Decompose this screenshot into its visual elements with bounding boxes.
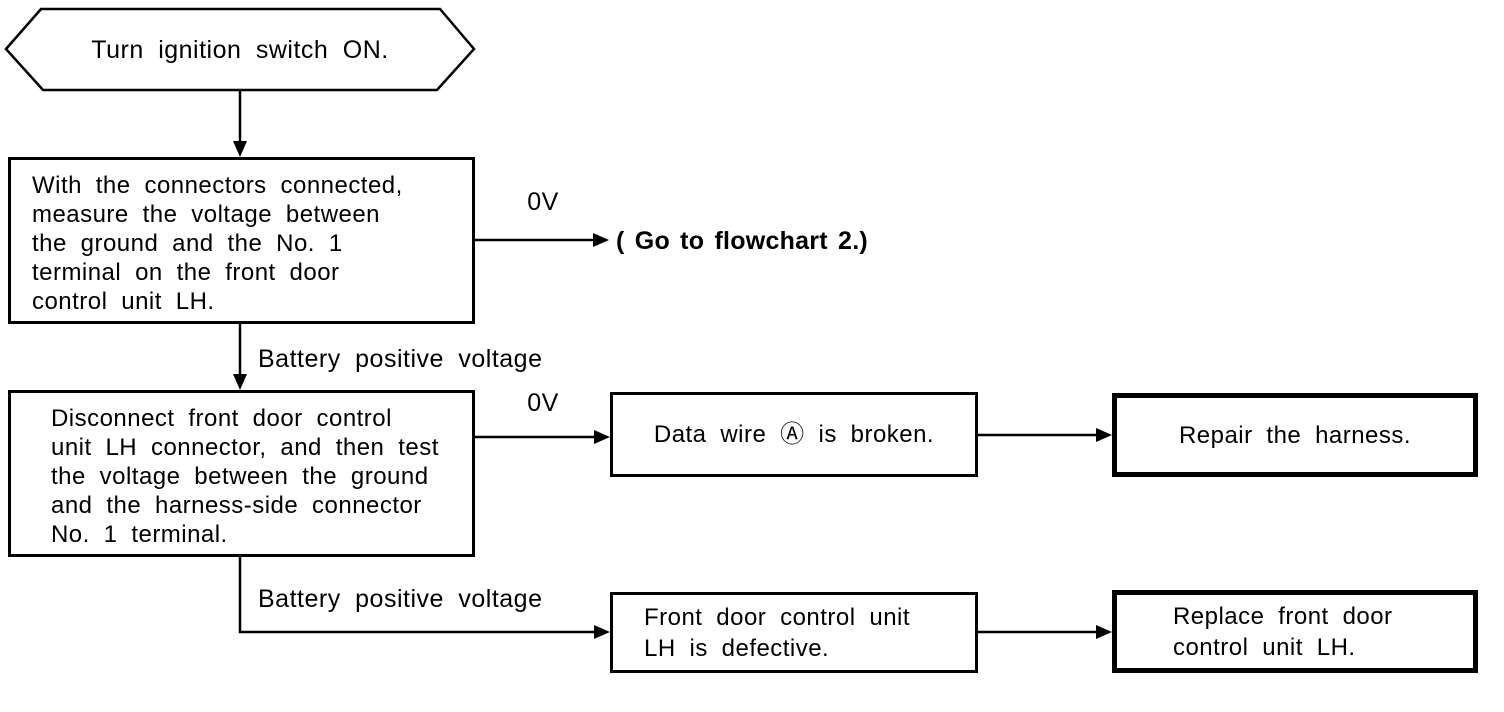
step-text-line: With the connectors connected, — [32, 172, 403, 199]
action-text: Repair the harness. — [1178, 421, 1411, 449]
step-text-line: the ground and the No. 1 — [32, 230, 343, 257]
diagnosis-unit-defective-box: Front door control unit LH is defective. — [610, 592, 978, 673]
step-text-line: Disconnect front door control — [51, 405, 392, 432]
edge-label-battery-top: Battery positive voltage — [258, 345, 543, 373]
action-replace-unit-box: Replace front door control unit LH. — [1112, 590, 1478, 673]
step-measure-voltage-box: With the connectors connected, measure t… — [8, 157, 475, 324]
diagnosis-text: Data wire Ⓐ is broken. — [653, 421, 935, 448]
arrowhead-right-1 — [593, 233, 609, 247]
step-text-line: and the harness-side connector — [51, 492, 422, 519]
step-disconnect-test-box: Disconnect front door control unit LH co… — [8, 390, 475, 557]
step-text-line: the voltage between the ground — [51, 463, 429, 490]
arrowhead-right-2 — [594, 430, 610, 444]
arrowhead-right-4 — [594, 625, 610, 639]
edge-label-0v-top: 0V — [527, 188, 559, 216]
edge-disconnect-to-defective — [238, 557, 595, 634]
edge-label-battery-bottom: Battery positive voltage — [258, 585, 543, 613]
step-text-line: terminal on the front door — [32, 259, 340, 286]
step-text-line: unit LH connector, and then test — [51, 434, 439, 461]
action-repair-harness-box: Repair the harness. — [1112, 393, 1478, 477]
arrowhead-down-1 — [233, 141, 247, 157]
action-text-line: Replace front door — [1173, 602, 1393, 630]
diagnosis-data-wire-broken-box: Data wire Ⓐ is broken. — [610, 392, 978, 477]
step-text-line: No. 1 terminal. — [51, 521, 228, 548]
arrowhead-down-2 — [233, 374, 247, 390]
diagnosis-text-line: Front door control unit — [644, 603, 910, 631]
arrowhead-right-3 — [1096, 428, 1112, 442]
action-text-line: control unit LH. — [1173, 633, 1356, 661]
goto-flowchart-label: ( Go to flowchart 2.) — [616, 227, 868, 255]
arrowhead-right-5 — [1096, 625, 1112, 639]
start-hexagon-shape — [4, 7, 476, 92]
start-node-label: Turn ignition switch ON. — [91, 35, 389, 64]
step-text-line: control unit LH. — [32, 288, 215, 315]
diagnosis-text-line: LH is defective. — [644, 634, 830, 662]
step-text-line: measure the voltage between — [32, 201, 380, 228]
edge-label-0v-bottom: 0V — [527, 389, 559, 417]
